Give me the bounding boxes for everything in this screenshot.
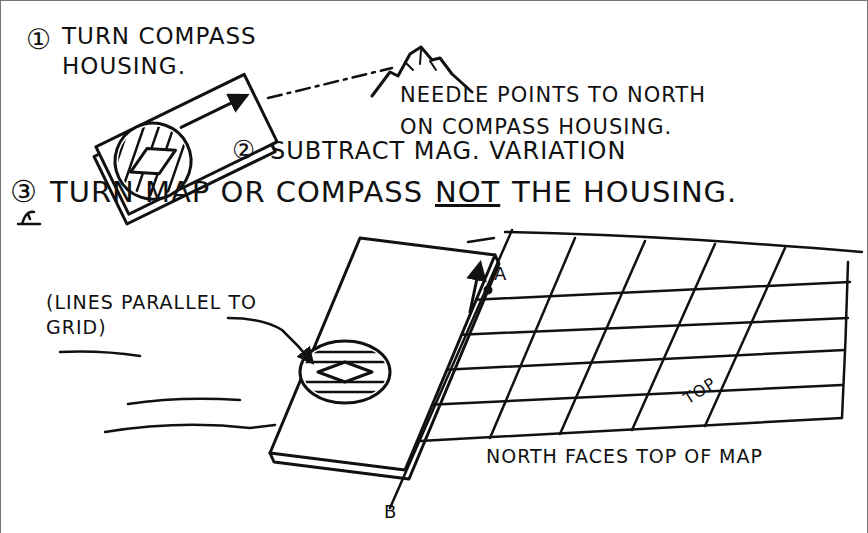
note-text: TOP bbox=[680, 373, 721, 409]
note-text: (LINES PARALLEL TO GRID) bbox=[46, 290, 266, 339]
hatch-line bbox=[300, 351, 390, 354]
callout-number: ① bbox=[26, 22, 52, 58]
note-text: TURN MAP OR COMPASS bbox=[50, 174, 423, 212]
hatch-line bbox=[300, 391, 390, 394]
map-compass bbox=[228, 230, 512, 508]
map-edge bbox=[842, 262, 848, 418]
tick-mark bbox=[468, 238, 494, 242]
callout-number: ② bbox=[232, 134, 256, 168]
point-label: B bbox=[384, 500, 397, 523]
map-grid bbox=[490, 238, 785, 438]
note-text: THE HOUSING. bbox=[512, 174, 737, 212]
eye-symbol bbox=[18, 212, 40, 224]
note-text: SUBTRACT MAG. VARIATION bbox=[270, 136, 626, 167]
map-fold bbox=[105, 425, 275, 432]
note-text: NEEDLE POINTS TO NORTH ON COMPASS HOUSIN… bbox=[400, 80, 745, 143]
note-text: NOT bbox=[435, 174, 500, 212]
compass-housing bbox=[300, 341, 390, 403]
map-fold bbox=[128, 399, 240, 404]
housing-hatching bbox=[300, 352, 390, 392]
map-fold bbox=[60, 352, 140, 357]
note-text: TURN COMPASS HOUSING. bbox=[62, 22, 294, 82]
leader-line bbox=[228, 318, 312, 362]
callout-number: ③ bbox=[10, 172, 38, 211]
map-edge bbox=[402, 418, 842, 442]
mountain-snow bbox=[405, 50, 436, 70]
note-text: NORTH FACES TOP OF MAP bbox=[486, 444, 763, 469]
map-grid bbox=[425, 282, 850, 405]
compass-needle bbox=[318, 362, 372, 382]
map-edge bbox=[505, 232, 862, 252]
point-label: A bbox=[494, 262, 507, 285]
direction-arrow bbox=[181, 96, 246, 128]
